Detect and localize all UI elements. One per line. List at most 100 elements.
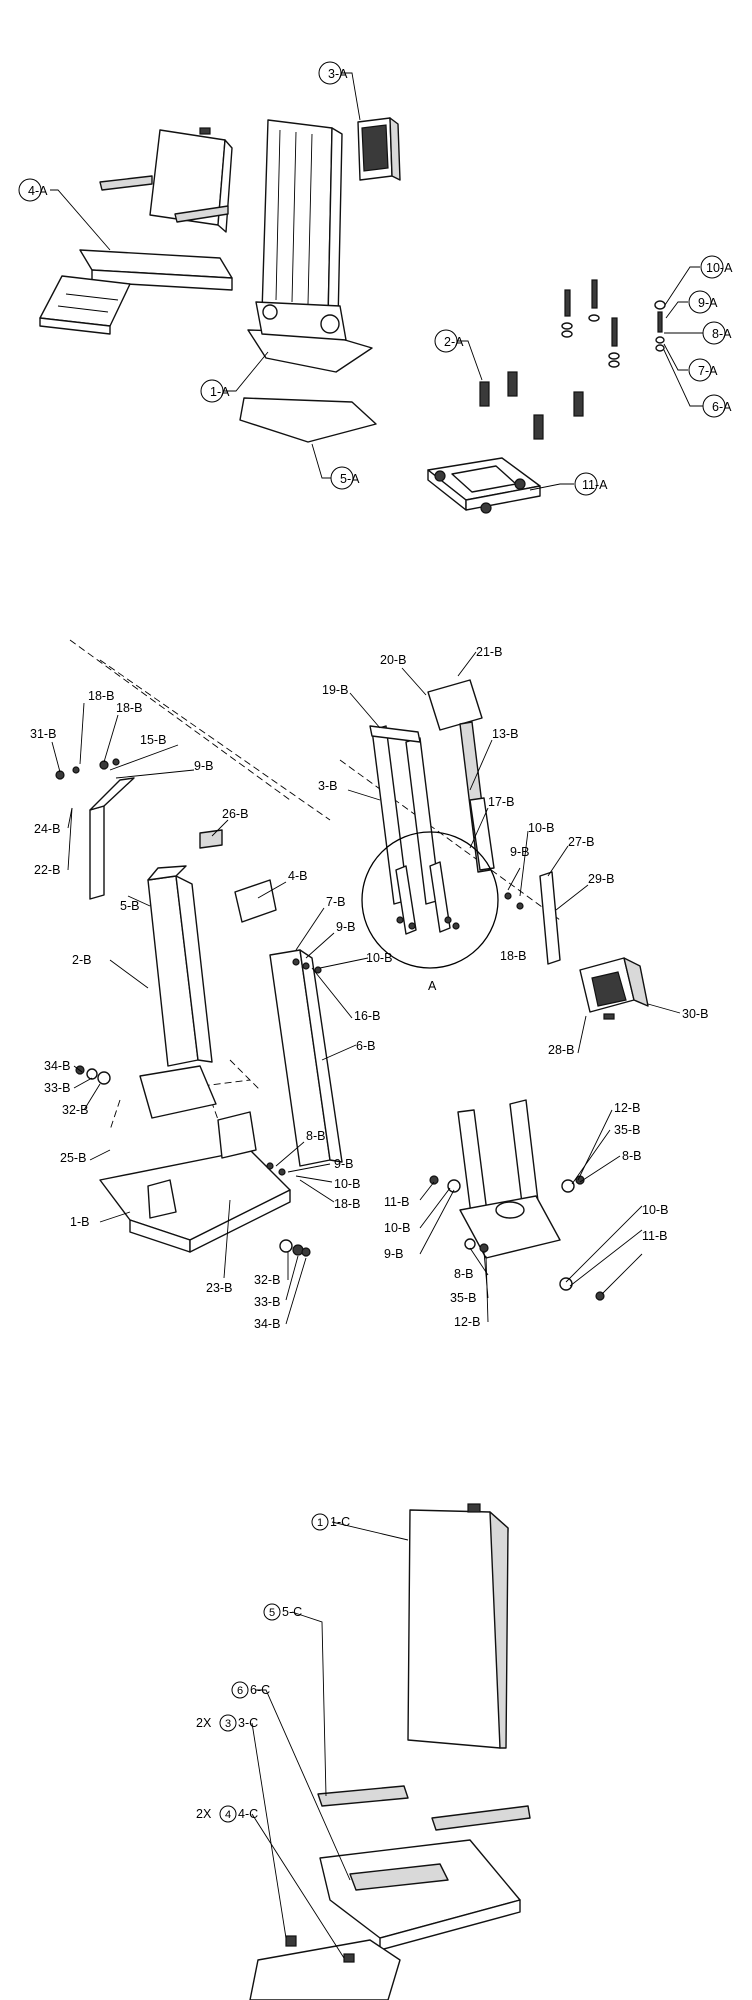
bracket-27b-part xyxy=(539,871,561,965)
callout-label: 9-A xyxy=(698,296,718,310)
callout-label: 1-A xyxy=(210,385,230,399)
label-11b-a: 11-B xyxy=(384,1195,409,1209)
label-21b: 21-B xyxy=(476,645,502,659)
base-right-part xyxy=(457,1099,561,1259)
footrest-part xyxy=(249,1939,401,2000)
label-35b-b: 35-B xyxy=(450,1291,476,1305)
section-a-assembly: 3-A 4-A 2-A 10-A 9-A 8-A 7-A 6-A 1-A 5-A… xyxy=(18,61,733,514)
callout-11a: 11-A xyxy=(574,472,608,496)
label-26b: 26-B xyxy=(222,807,248,821)
callout-6a: 6-A xyxy=(702,394,732,418)
arm-rest-left-part xyxy=(317,1785,409,1807)
label-32b-b: 32-B xyxy=(254,1273,280,1287)
label-9b-c: 9-B xyxy=(336,920,355,934)
seat-belt-part xyxy=(349,1863,449,1891)
svg-text:4: 4 xyxy=(225,1809,231,1821)
plate-26b-part xyxy=(199,829,223,849)
label-detail-a: A xyxy=(428,979,437,993)
label-24b: 24-B xyxy=(34,822,60,836)
callout-label: 1-C xyxy=(330,1515,350,1529)
label-3b: 3-B xyxy=(318,779,337,793)
label-16b: 16-B xyxy=(354,1009,380,1023)
base-frame-part xyxy=(427,457,541,514)
label-12b-a: 12-B xyxy=(614,1101,640,1115)
label-12b-b: 12-B xyxy=(454,1315,480,1329)
label-25b: 25-B xyxy=(60,1151,86,1165)
label-18b-c: 18-B xyxy=(500,949,526,963)
callout-label: 7-A xyxy=(698,364,718,378)
column-2b-part xyxy=(139,865,217,1119)
label-8b-c: 8-B xyxy=(454,1267,473,1281)
control-box-28b-part xyxy=(579,957,649,1020)
label-13b: 13-B xyxy=(492,727,518,741)
mast-3b-part xyxy=(369,725,441,905)
callout-label: 10-A xyxy=(706,261,733,275)
label-19b: 19-B xyxy=(322,683,348,697)
label-6b: 6-B xyxy=(356,1039,375,1053)
label-33b-b: 33-B xyxy=(254,1295,280,1309)
label-10b-c: 10-B xyxy=(334,1177,360,1191)
label-10b-b: 10-B xyxy=(366,951,392,965)
battery-pack-part xyxy=(357,117,401,181)
label-31b: 31-B xyxy=(30,727,56,741)
label-29b: 29-B xyxy=(588,872,614,886)
label-35b-a: 35-B xyxy=(614,1123,640,1137)
label-2b: 2-B xyxy=(72,953,91,967)
bolts-part xyxy=(561,279,666,368)
callout-1c: 1 1-C xyxy=(311,1513,350,1531)
detail-circle-a xyxy=(361,831,499,969)
label-10b-a: 10-B xyxy=(528,821,554,835)
callout-label: 5-A xyxy=(340,472,360,486)
label-11b-b: 11-B xyxy=(642,1229,667,1243)
bracket-5b-part xyxy=(89,805,105,900)
label-32b-a: 32-B xyxy=(62,1103,88,1117)
label-27b: 27-B xyxy=(568,835,594,849)
floor-plate-part xyxy=(239,397,377,443)
callout-label: 6-C xyxy=(250,1683,270,1697)
label-9b-d: 9-B xyxy=(334,1157,353,1171)
callout-9a: 9-A xyxy=(688,290,718,314)
label-10b-d: 10-B xyxy=(384,1221,410,1235)
label-18b-d: 18-B xyxy=(334,1197,360,1211)
label-9b-b: 9-B xyxy=(510,845,529,859)
label-8b-b: 8-B xyxy=(306,1129,325,1143)
label-20b: 20-B xyxy=(380,653,406,667)
callout-10a: 10-A xyxy=(700,255,733,279)
actuator-13b-part xyxy=(427,679,495,873)
callout-label: 5-C xyxy=(282,1605,302,1619)
arm-rest-right-part xyxy=(431,1805,531,1831)
lift-column-part xyxy=(247,119,373,373)
label-4b: 4-B xyxy=(288,869,307,883)
label-34b-a: 34-B xyxy=(44,1059,70,1073)
label-17b: 17-B xyxy=(488,795,514,809)
label-18b-b: 18-B xyxy=(116,701,142,715)
callout-4a: 4-A xyxy=(18,178,48,202)
label-23b: 23-B xyxy=(206,1281,232,1295)
callout-prefix: 2X xyxy=(196,1807,212,1821)
callout-label: 6-A xyxy=(712,400,732,414)
label-30b: 30-B xyxy=(682,1007,708,1021)
callout-5a: 5-A xyxy=(330,466,360,490)
label-10b-e: 10-B xyxy=(642,1203,668,1217)
label-28b: 28-B xyxy=(548,1043,574,1057)
label-1b: 1-B xyxy=(70,1215,89,1229)
base-1b-part xyxy=(99,1111,291,1253)
callout-6c: 6 6-C xyxy=(231,1681,270,1699)
svg-text:1: 1 xyxy=(317,1517,323,1529)
callout-label: 2-A xyxy=(444,335,464,349)
svg-text:6: 6 xyxy=(237,1685,243,1697)
label-9b-a: 9-B xyxy=(194,759,213,773)
label-5b: 5-B xyxy=(120,899,139,913)
knob-3c xyxy=(285,1935,297,1947)
section-b-assembly: 20-B 21-B 19-B 18-B 18-B 15-B 9-B 31-B 1… xyxy=(30,639,708,1331)
callout-8a: 8-A xyxy=(702,321,732,345)
label-9b-e: 9-B xyxy=(384,1247,403,1261)
callout-label: 11-A xyxy=(582,478,608,492)
label-7b: 7-B xyxy=(326,895,345,909)
callout-label: 3-C xyxy=(238,1716,258,1730)
bracket-4b-part xyxy=(234,879,277,923)
